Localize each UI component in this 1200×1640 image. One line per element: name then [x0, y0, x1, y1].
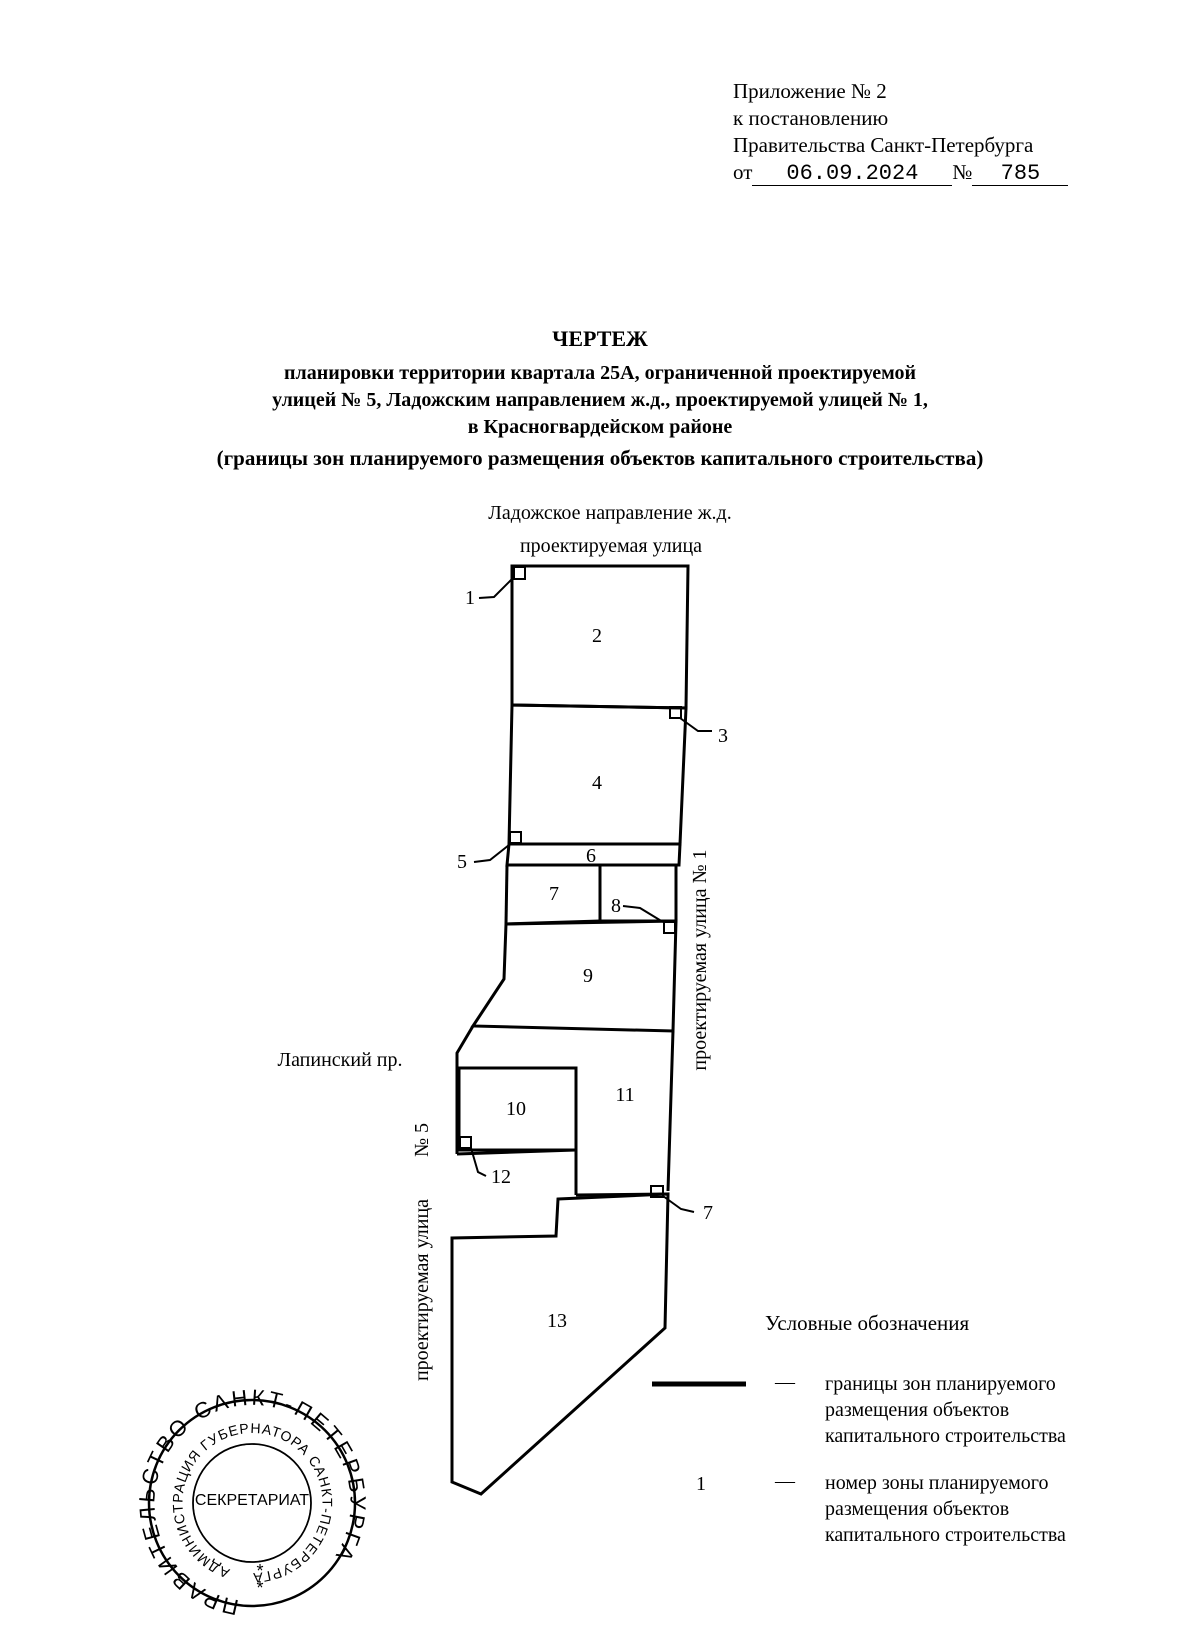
- appendix-line-1: Приложение № 2: [733, 79, 887, 103]
- zone-number-7: 7: [549, 883, 559, 905]
- street-top-label: проектируемая улица: [520, 535, 702, 557]
- legend-item-zone-number: номер зоны планируемого размещения объек…: [825, 1470, 1066, 1548]
- zone-number-4: 4: [592, 772, 602, 794]
- date-prefix: от: [733, 160, 753, 184]
- marker-number-7: 7: [703, 1202, 713, 1224]
- marker-numbers: 1 3 5 8 12 7: [457, 587, 728, 1224]
- appendix-line-2: к постановлению: [733, 106, 889, 130]
- zone-boundaries: [450, 564, 690, 1496]
- legend-item-2-line-2: размещения объектов: [825, 1498, 1010, 1520]
- street-5-number: № 5: [411, 1123, 433, 1157]
- legend-item-boundaries: границы зон планируемого размещения объе…: [825, 1371, 1066, 1449]
- legend-item-1-line-3: капитального строительства: [825, 1425, 1066, 1447]
- marker-square-7: [650, 1185, 664, 1198]
- drawing-title: планировки территории квартала 25А, огра…: [0, 360, 1200, 441]
- secretariat-stamp: ПРАВИТЕЛЬСТВО САНКТ-ПЕТЕРБУРГА АДМИНИСТР…: [134, 1385, 367, 1620]
- marker-square-3: [669, 706, 682, 719]
- title-line-3: в Красногвардейском районе: [467, 416, 733, 438]
- zone-11-south-edge: [575, 1192, 669, 1197]
- document-date: 06.09.2024: [752, 163, 953, 186]
- marker-number-3: 3: [718, 725, 728, 747]
- zone-7-west-edge: [504, 864, 509, 925]
- marker-square-1: [513, 566, 526, 580]
- drawing-heading: ЧЕРТЕЖ: [552, 326, 648, 351]
- stamp-star-2: *: [256, 1578, 263, 1598]
- stamp-star-1: *: [256, 1561, 263, 1581]
- zone-6-boundary: [505, 842, 682, 867]
- street-1-label: проектируемая улица № 1: [689, 849, 711, 1070]
- zone-number-6: 6: [586, 845, 596, 867]
- marker-number-5: 5: [457, 851, 467, 873]
- marker-square-12: [459, 1136, 472, 1149]
- zone-number-13: 13: [547, 1310, 567, 1332]
- leader-7: [662, 1195, 695, 1213]
- legend-item-1-line-2: размещения объектов: [825, 1399, 1010, 1421]
- stamp-center-text: СЕКРЕТАРИАТ: [195, 1492, 309, 1509]
- title-line-2: улицей № 5, Ладожским направлением ж.д.,…: [272, 389, 928, 411]
- leader-1: [478, 578, 513, 599]
- zone-11-east-edge: [666, 1030, 675, 1192]
- document-number: 785: [972, 163, 1069, 186]
- legend-item-2-line-1: номер зоны планируемого: [825, 1472, 1049, 1494]
- legend-dash-2: —: [775, 1470, 795, 1492]
- west-outline-upper: [455, 1025, 475, 1154]
- legend-dash-1: —: [775, 1371, 795, 1393]
- zone-number-2: 2: [592, 625, 602, 647]
- drawing-subtitle: (границы зон планируемого размещения объ…: [216, 446, 984, 470]
- corner-markers: [459, 566, 682, 1198]
- appendix-block: Приложение № 2 к постановлению Правитель…: [733, 78, 1069, 186]
- marker-number-8: 8: [611, 895, 621, 917]
- leader-12: [470, 1147, 487, 1177]
- zone-number-9: 9: [583, 965, 593, 987]
- title-line-1: планировки территории квартала 25А, огра…: [284, 362, 916, 384]
- legend-item-1-line-1: границы зон планируемого: [825, 1373, 1056, 1395]
- zone-13-boundary: [450, 1192, 670, 1496]
- legend-title: Условные обозначения: [765, 1311, 970, 1335]
- railway-label: Ладожское направление ж.д.: [488, 502, 732, 524]
- leader-8: [622, 905, 664, 923]
- marker-number-1: 1: [465, 587, 475, 609]
- marker-number-12: 12: [491, 1166, 511, 1188]
- marker-square-5: [509, 831, 522, 844]
- number-prefix: №: [952, 160, 973, 184]
- street-5-label: проектируемая улица: [411, 1199, 433, 1381]
- zone-number-11: 11: [615, 1084, 634, 1106]
- marker-square-8: [663, 921, 676, 934]
- leader-3: [679, 717, 712, 732]
- lapinsky-label: Лапинский пр.: [278, 1049, 403, 1071]
- appendix-line-3: Правительства Санкт-Петербурга: [733, 133, 1034, 157]
- leader-5: [473, 844, 510, 863]
- leader-lines: [470, 578, 712, 1213]
- zone-12-top: [456, 1148, 577, 1156]
- zone-number-10: 10: [506, 1098, 526, 1120]
- zone-numbers: 2 4 6 7 9 10 11 13: [506, 625, 635, 1332]
- legend-zone-number-sample: 1: [696, 1473, 706, 1495]
- zone-9-boundary: [470, 919, 678, 1033]
- legend-item-2-line-3: капитального строительства: [825, 1524, 1066, 1546]
